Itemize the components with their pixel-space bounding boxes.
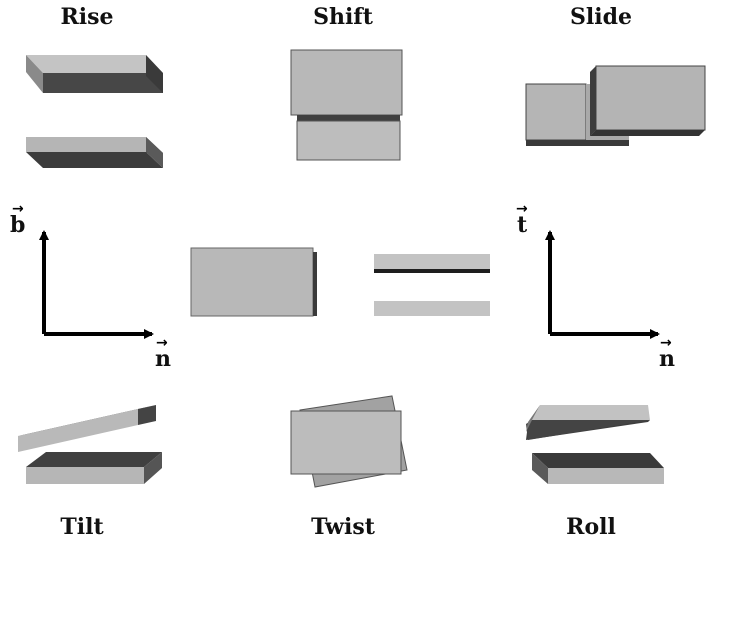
shift-illustration xyxy=(290,49,403,161)
shift-label: Shift xyxy=(313,4,374,30)
twist-label: Twist xyxy=(311,514,376,540)
rise-label: Rise xyxy=(60,4,113,30)
n-axis-label-right: n xyxy=(659,346,675,372)
left-axes: b → n → xyxy=(10,201,171,372)
vector-arrow-icon: → xyxy=(12,201,24,217)
rise-illustration xyxy=(26,55,163,168)
vector-arrow-icon: → xyxy=(660,335,672,351)
b-axis-label: b xyxy=(10,212,25,238)
center-view-side xyxy=(374,254,490,316)
t-axis-label: t xyxy=(517,212,528,238)
tilt-label: Tilt xyxy=(60,514,104,540)
slide-label: Slide xyxy=(570,4,632,30)
slide-illustration xyxy=(525,65,706,146)
vector-arrow-icon: → xyxy=(156,335,168,351)
n-axis-label-left: n xyxy=(155,346,171,372)
roll-illustration xyxy=(526,405,664,484)
right-axes: t → n → xyxy=(516,201,675,372)
tilt-illustration xyxy=(18,405,162,484)
vector-arrow-icon: → xyxy=(516,201,528,217)
roll-label: Roll xyxy=(566,514,616,540)
center-view-front xyxy=(190,247,317,317)
twist-illustration xyxy=(290,395,408,488)
